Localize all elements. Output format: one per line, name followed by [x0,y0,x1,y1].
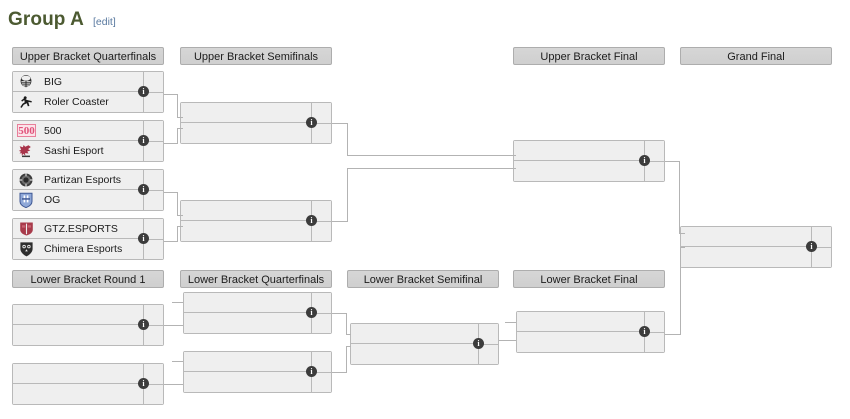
info-icon[interactable]: i [306,117,317,128]
match-opponent-top[interactable] [681,227,831,247]
match-opponent-bottom[interactable] [681,247,831,267]
sashi-esport-logo [16,142,36,160]
info-icon[interactable]: i [138,378,149,389]
og-logo [16,191,36,209]
match-opponent-bottom[interactable] [351,344,498,364]
round-header-upper-bracket-quarterfinals: Upper Bracket Quarterfinals [12,47,164,65]
info-icon[interactable]: i [306,307,317,318]
match-opponent-top[interactable] [181,103,331,123]
match-grand-final[interactable]: i [680,226,832,268]
round-header-lower-bracket-semifinal: Lower Bracket Semifinal [347,270,499,288]
team-name: Partizan Esports [44,173,122,186]
match-lbqf-1[interactable]: i [183,292,332,334]
match-opponent-top[interactable]: GTZ.ESPORTS [13,219,163,239]
match-opponent-top[interactable] [184,293,331,313]
team-name: OG [44,194,61,206]
team-name: Sashi Esport [44,145,104,157]
match-lbqf-2[interactable]: i [183,351,332,393]
match-ubsf-2[interactable]: i [180,200,332,242]
info-icon[interactable]: i [806,241,817,252]
match-opponent-bottom[interactable] [517,332,664,352]
match-ubqf-2[interactable]: 500 500 Sashi Esport i [12,120,164,162]
match-lower-bracket-final[interactable]: i [516,311,665,353]
match-opponent-bottom[interactable] [184,313,331,333]
info-icon[interactable]: i [138,86,149,97]
match-opponent-bottom[interactable] [181,221,331,241]
round-header-grand-final: Grand Final [680,47,832,65]
page-title: Group A [8,9,84,30]
match-ubsf-1[interactable]: i [180,102,332,144]
match-opponent-top[interactable] [13,305,163,325]
info-icon[interactable]: i [138,135,149,146]
round-header-lower-bracket-quarterfinals: Lower Bracket Quarterfinals [180,270,332,288]
match-opponent-top[interactable] [181,201,331,221]
match-opponent-bottom[interactable]: Chimera Esports [13,239,163,259]
five-hundred-logo: 500 [16,122,36,140]
round-header-lower-bracket-round-1: Lower Bracket Round 1 [12,270,164,288]
round-header-upper-bracket-semifinals: Upper Bracket Semifinals [180,47,332,65]
info-icon[interactable]: i [473,338,484,349]
match-opponent-bottom[interactable] [181,123,331,143]
match-lbr1-2[interactable]: i [12,363,164,405]
match-opponent-bottom[interactable]: Sashi Esport [13,141,163,161]
match-ubqf-1[interactable]: BIG Roler Coaster i [12,71,164,113]
match-opponent-top[interactable] [184,352,331,372]
team-name: BIG [44,75,63,88]
team-name: Roler Coaster [44,96,109,108]
match-upper-bracket-final[interactable]: i [513,140,665,182]
team-name: GTZ.ESPORTS [44,222,118,235]
info-icon[interactable]: i [639,326,650,337]
gtz-esports-logo [16,220,36,238]
team-name: Chimera Esports [44,243,123,255]
match-opponent-bottom[interactable] [13,384,163,404]
round-header-upper-bracket-final: Upper Bracket Final [513,47,665,65]
big-logo [16,73,36,91]
chimera-esports-logo [16,240,36,258]
partizan-esports-logo [16,171,36,189]
roler-coaster-logo [16,93,36,111]
match-ubqf-4[interactable]: GTZ.ESPORTS Chimera Esports i [12,218,164,260]
page-title-row: Group A [edit] [8,10,116,30]
match-opponent-top[interactable]: 500 500 [13,121,163,141]
info-icon[interactable]: i [138,184,149,195]
match-ubqf-3[interactable]: Partizan Esports OG i [12,169,164,211]
edit-link[interactable]: [edit] [93,16,116,28]
match-opponent-bottom[interactable] [13,325,163,345]
match-opponent-top[interactable]: Partizan Esports [13,170,163,190]
team-name: 500 [44,124,62,137]
svg-text:500: 500 [18,125,35,137]
match-lbr1-1[interactable]: i [12,304,164,346]
match-opponent-top[interactable] [517,312,664,332]
match-opponent-bottom[interactable]: Roler Coaster [13,92,163,112]
match-opponent-bottom[interactable]: OG [13,190,163,210]
match-opponent-top[interactable] [13,364,163,384]
info-icon[interactable]: i [306,215,317,226]
round-header-lower-bracket-final: Lower Bracket Final [513,270,665,288]
match-lower-bracket-semifinal[interactable]: i [350,323,499,365]
match-opponent-bottom[interactable] [514,161,664,181]
info-icon[interactable]: i [306,366,317,377]
match-opponent-top[interactable] [514,141,664,161]
match-opponent-top[interactable]: BIG [13,72,163,92]
info-icon[interactable]: i [138,233,149,244]
match-opponent-bottom[interactable] [184,372,331,392]
match-opponent-top[interactable] [351,324,498,344]
info-icon[interactable]: i [639,155,650,166]
info-icon[interactable]: i [138,319,149,330]
